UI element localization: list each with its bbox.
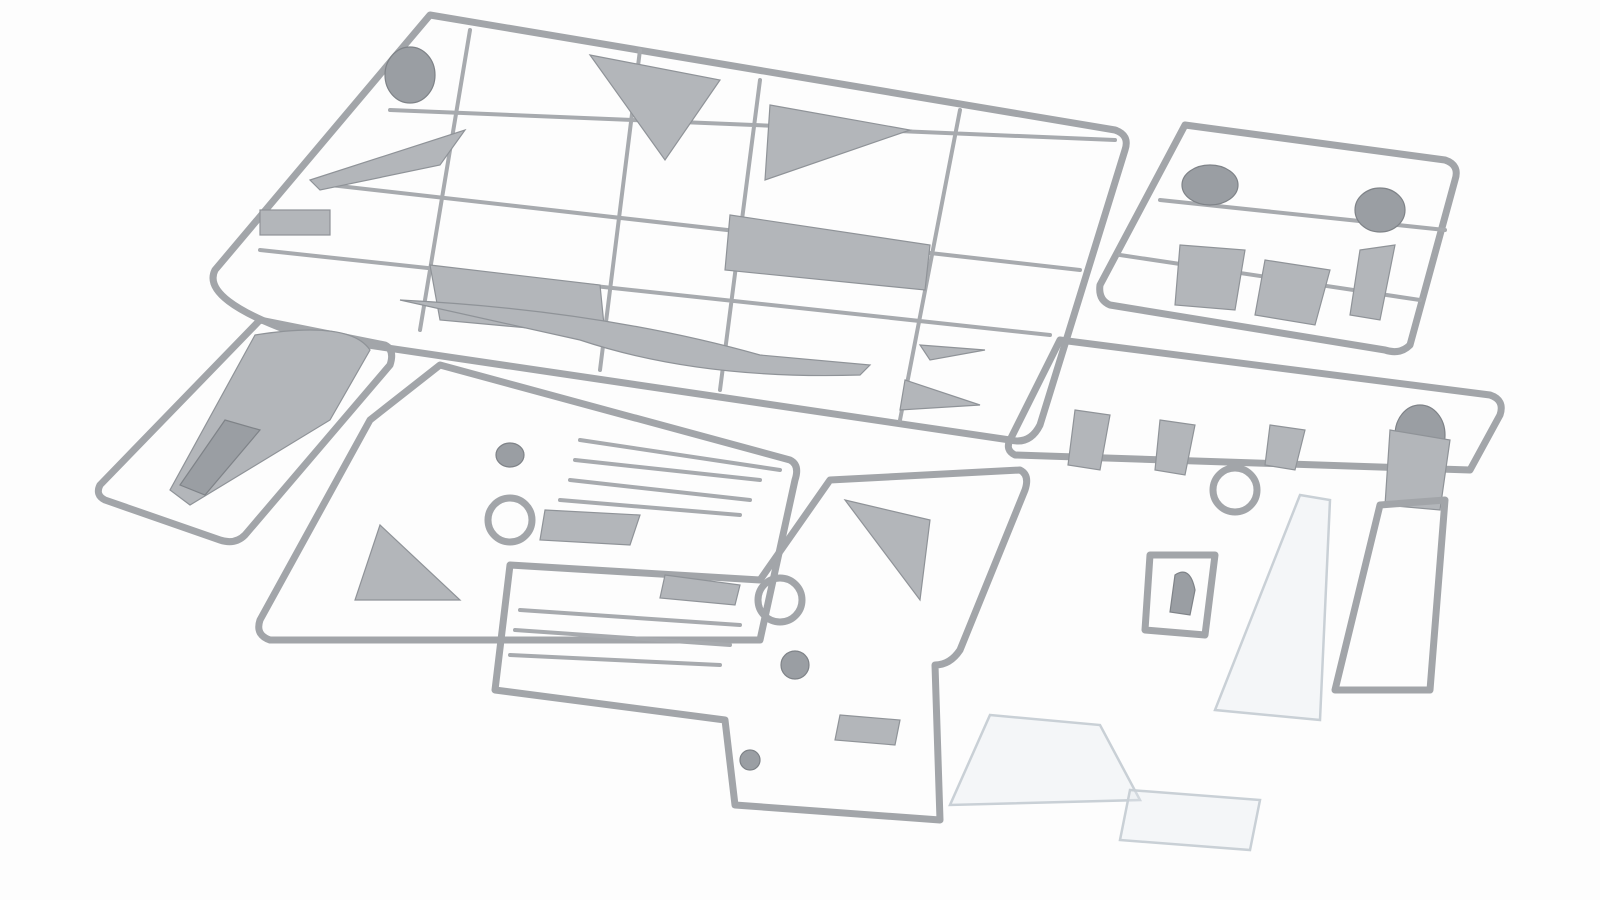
- sprue-engine-mid: [1004, 336, 1505, 511]
- sprue-small-parts: [1141, 464, 1449, 694]
- sprue-clear-canopy: [948, 493, 1332, 852]
- sprue-engine-top: [1096, 121, 1460, 356]
- sprue-weapons-bottom: [491, 466, 1031, 824]
- sprue-cockpit: [94, 316, 396, 546]
- sprue-weapons-left: [255, 361, 801, 644]
- sprue-main-fuselage: [209, 11, 1130, 445]
